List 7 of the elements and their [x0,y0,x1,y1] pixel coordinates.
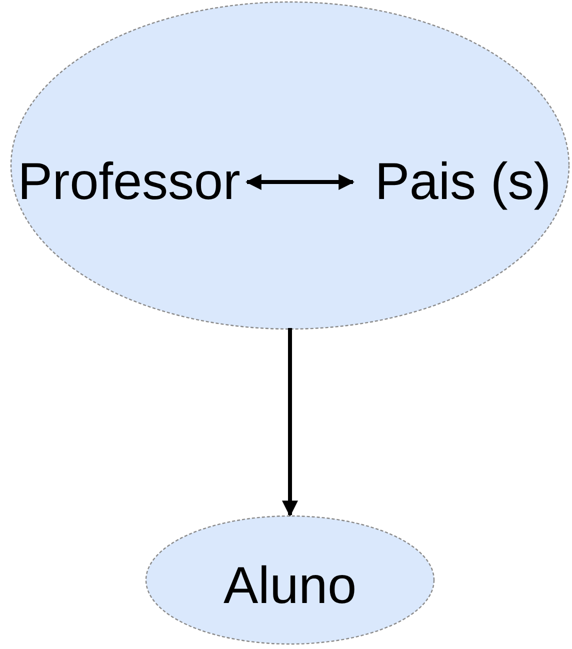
ellipse-shape [145,515,435,645]
arrow [245,174,355,190]
node-label: Pais (s) [374,153,552,211]
node-label: Aluno [224,556,356,615]
arrow [282,328,298,517]
ellipse-shape [10,1,570,330]
node-label: Professor [18,153,240,211]
